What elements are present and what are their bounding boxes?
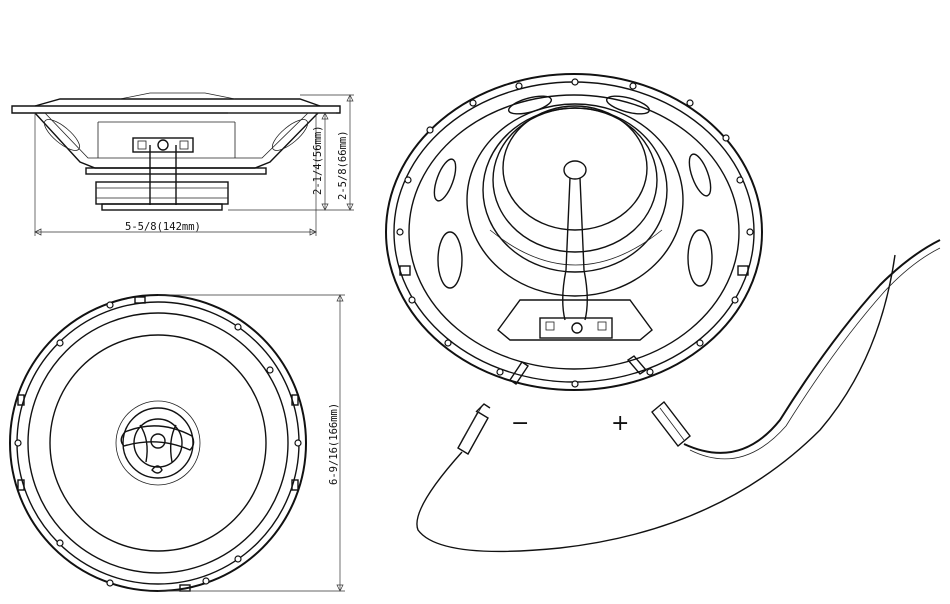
- mount-depth-dimension-label: 2-1/4(56mm): [312, 125, 324, 195]
- positive-wire: [684, 240, 940, 453]
- positive-terminal-label: +: [611, 411, 629, 436]
- rear-view: [386, 74, 762, 390]
- front-view: [10, 295, 345, 591]
- negative-connector: [458, 412, 488, 454]
- width-dimension-label: 5-5/8(142mm): [125, 221, 201, 233]
- diameter-dimension-label: 6-9/16(166mm): [328, 403, 340, 485]
- positive-connector: [652, 402, 690, 446]
- negative-terminal-label: −: [511, 411, 529, 436]
- negative-wire: [417, 255, 895, 551]
- side-view: [12, 93, 354, 236]
- total-depth-dimension-label: 2-5/8(66mm): [337, 130, 349, 200]
- wiring-harness: [417, 240, 940, 551]
